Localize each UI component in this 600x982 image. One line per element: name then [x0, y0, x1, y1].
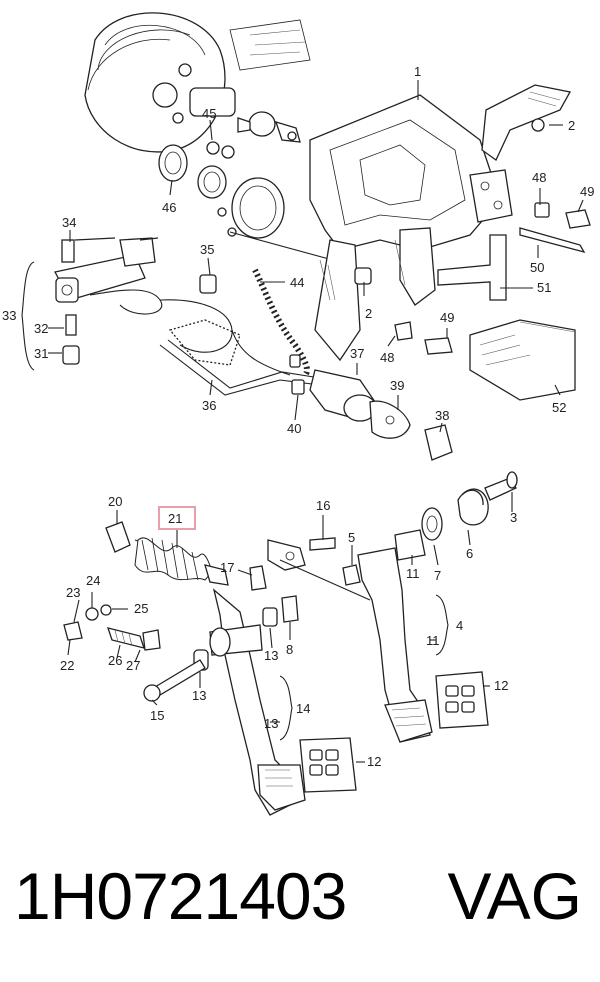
callout-6: 6 — [466, 546, 473, 561]
callout-2a: 2 — [568, 118, 575, 133]
callout-11a: 11 — [406, 566, 420, 581]
pedal-shaft-bushing-spring — [394, 471, 518, 561]
callout-1: 1 — [414, 64, 421, 79]
callout-45: 45 — [202, 106, 216, 121]
clutch-pedal — [143, 565, 357, 816]
callout-22: 22 — [60, 658, 74, 673]
callout-labels: 1 2 2 3 4 5 6 7 8 11 11 12 12 13 13 13 1… — [2, 64, 594, 769]
callout-16: 16 — [316, 498, 330, 513]
booster-seal-parts — [158, 111, 341, 263]
callout-37: 37 — [350, 346, 364, 361]
brand-name: VAG — [447, 859, 582, 933]
brake-booster-drum — [84, 12, 311, 153]
part-number: 1H0721403 — [14, 859, 347, 933]
callout-17: 17 — [220, 560, 234, 575]
callout-36: 36 — [202, 398, 216, 413]
callout-26: 26 — [108, 653, 122, 668]
callout-50: 50 — [530, 260, 544, 275]
callout-20: 20 — [108, 494, 122, 509]
clutch-pedal-spring — [105, 521, 229, 586]
callout-11b: 11 — [426, 633, 440, 648]
brake-pedal — [279, 547, 489, 743]
callout-3: 3 — [510, 510, 517, 525]
clutch-hydraulic-lines — [89, 268, 321, 396]
callout-40: 40 — [287, 421, 301, 436]
callout-12b: 12 — [367, 754, 381, 769]
callout-46: 46 — [162, 200, 176, 215]
callout-49a: 49 — [580, 184, 594, 199]
callout-32: 32 — [34, 321, 48, 336]
callout-35: 35 — [200, 242, 214, 257]
callout-8: 8 — [286, 642, 293, 657]
leader-lines — [21, 80, 584, 763]
callout-49b: 49 — [440, 310, 454, 325]
callout-13a: 13 — [264, 648, 278, 663]
pedal-mount-small-parts — [63, 537, 336, 651]
pedal-assembly-exploded-diagram: 1 2 2 3 4 5 6 7 8 11 11 12 12 13 13 13 1… — [2, 12, 594, 816]
callout-27: 27 — [126, 658, 140, 673]
callout-25: 25 — [134, 601, 148, 616]
callout-33: 33 — [2, 308, 16, 323]
callout-51: 51 — [537, 280, 551, 295]
callout-38: 38 — [435, 408, 449, 423]
callout-24: 24 — [86, 573, 100, 588]
callout-21: 21 — [168, 511, 182, 526]
callout-48a: 48 — [532, 170, 546, 185]
callout-39: 39 — [390, 378, 404, 393]
callout-44: 44 — [290, 275, 304, 290]
callout-15: 15 — [150, 708, 164, 723]
callout-5: 5 — [348, 530, 355, 545]
callout-7: 7 — [434, 568, 441, 583]
clutch-slave-cylinder — [289, 267, 453, 461]
clutch-master-cylinder — [54, 237, 217, 365]
callout-48b: 48 — [380, 350, 394, 365]
callout-34: 34 — [62, 215, 76, 230]
callout-2b: 2 — [365, 306, 372, 321]
callout-23: 23 — [66, 585, 80, 600]
callout-4: 4 — [456, 618, 463, 633]
callout-14: 14 — [296, 701, 310, 716]
callout-13b: 13 — [192, 688, 206, 703]
callout-52: 52 — [552, 400, 566, 415]
brake-light-switches — [394, 202, 591, 401]
callout-12a: 12 — [494, 678, 508, 693]
pedal-bracket — [309, 84, 572, 362]
highlight-box-21 — [158, 506, 196, 530]
callout-31: 31 — [34, 346, 48, 361]
callout-13c: 13 — [264, 716, 278, 731]
